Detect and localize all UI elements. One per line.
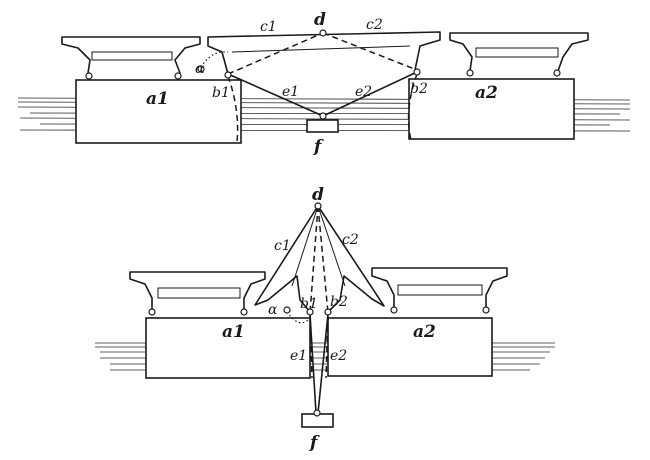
bottom-line-e2 bbox=[317, 313, 329, 414]
top-dashed-c2 bbox=[322, 32, 418, 71]
bottom-pontoon-a1 bbox=[145, 317, 311, 379]
top-girder-right bbox=[449, 32, 589, 77]
bottom-label-f: f bbox=[309, 433, 320, 453]
top-label-e2: e2 bbox=[355, 84, 372, 100]
top-middle-span bbox=[207, 31, 441, 75]
bottom-guide-b2 bbox=[325, 315, 329, 379]
bottom-label-e2: e2 bbox=[330, 348, 347, 364]
top-label-a1: a1 bbox=[146, 89, 169, 109]
top-label-alpha: α bbox=[195, 61, 205, 77]
top-label-f: f bbox=[313, 137, 324, 157]
top-figure: a1 a2 b1 b2 c1 c2 d e1 e2 f α bbox=[17, 10, 631, 157]
top-pontoon-a2 bbox=[408, 78, 575, 140]
top-dashed-c1 bbox=[227, 32, 324, 75]
top-pontoon-a1 bbox=[75, 79, 242, 144]
bottom-label-a2: a2 bbox=[413, 322, 436, 342]
top-line-e1 bbox=[227, 73, 324, 117]
top-label-a2: a2 bbox=[475, 83, 498, 103]
top-girder-left bbox=[61, 36, 201, 80]
top-label-d: d bbox=[314, 10, 326, 30]
bottom-middle-span bbox=[254, 205, 385, 313]
bottom-pontoon-a2 bbox=[327, 317, 493, 377]
bottom-label-b2: b2 bbox=[330, 294, 348, 310]
top-label-c1: c1 bbox=[260, 19, 277, 35]
top-arc-b1 bbox=[227, 75, 239, 143]
bottom-label-a1: a1 bbox=[222, 322, 245, 342]
top-label-b2: b2 bbox=[410, 81, 428, 97]
top-weight-f bbox=[306, 119, 339, 133]
bottom-girder-right bbox=[371, 267, 508, 314]
bottom-label-c2: c2 bbox=[342, 232, 359, 248]
top-arc-b2 bbox=[407, 73, 418, 141]
top-line-e2 bbox=[322, 71, 418, 117]
bottom-arc-alpha bbox=[286, 311, 311, 324]
top-label-b1: b1 bbox=[212, 85, 230, 101]
bottom-label-alpha: α bbox=[268, 302, 278, 318]
bottom-girder-left bbox=[129, 271, 266, 316]
bottom-figure: a1 a2 b1 b2 c1 c2 d e1 e2 f α bbox=[95, 185, 555, 453]
bottom-guide-b1 bbox=[309, 315, 313, 379]
bottom-dashed-c1 bbox=[309, 205, 319, 314]
top-label-c2: c2 bbox=[366, 17, 383, 33]
bottom-label-c1: c1 bbox=[274, 238, 291, 254]
bottom-label-d: d bbox=[312, 185, 324, 205]
top-label-e1: e1 bbox=[282, 84, 299, 100]
bottom-label-e1: e1 bbox=[290, 348, 307, 364]
top-arc-alpha bbox=[200, 51, 229, 68]
bottom-dashed-c2 bbox=[317, 205, 329, 314]
bottom-label-b1: b1 bbox=[300, 296, 318, 312]
